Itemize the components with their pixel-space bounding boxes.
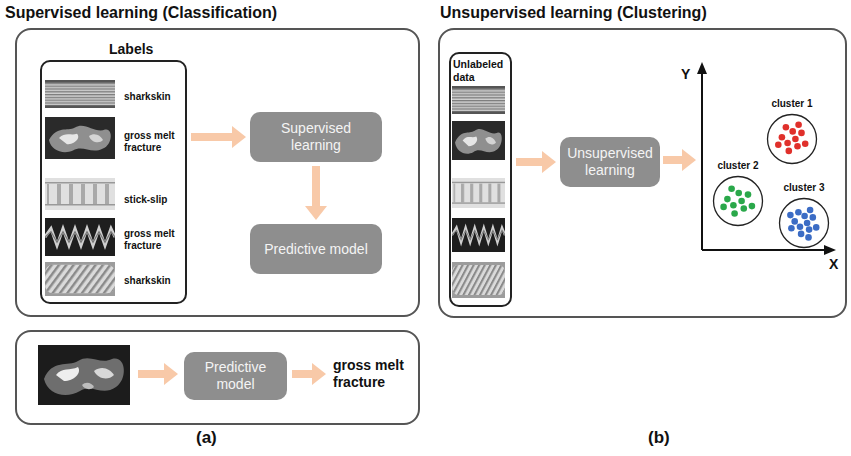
class-label: stick-slip — [124, 194, 186, 206]
cluster-circle: cluster 2 — [708, 160, 768, 226]
cluster-outline — [766, 113, 818, 165]
box-text: Supervised learning — [250, 120, 382, 154]
flow-arrow — [516, 151, 556, 173]
panel-label: (b) — [648, 428, 670, 448]
panel-label: (a) — [196, 428, 217, 448]
group-heading: Unlabeled data — [453, 58, 511, 84]
class-label: gross melt fracture — [124, 228, 186, 252]
process-box: Supervised learning — [250, 112, 382, 162]
box-text: Predictive model — [258, 241, 374, 258]
process-box: Predictive model — [184, 352, 287, 400]
cluster-label: cluster 1 — [762, 98, 822, 109]
cluster-label: cluster 2 — [708, 160, 768, 171]
cluster-circle: cluster 3 — [774, 182, 834, 248]
image-group-box: Labelssharkskingross melt fracturestick-… — [40, 60, 187, 304]
class-label: sharkskin — [124, 275, 186, 287]
cluster-circle: cluster 1 — [762, 98, 822, 164]
cluster-outline — [778, 197, 830, 249]
panel-title: Supervised learning (Classification) — [5, 4, 277, 22]
class-label: sharkskin — [124, 91, 186, 103]
box-text: Predictive model — [184, 359, 287, 393]
cluster-outline — [712, 175, 764, 227]
flow-arrow — [191, 126, 246, 148]
group-heading: Labels — [109, 41, 153, 57]
panel-box: Labels sharkskin gross melt fracture stick-… — [15, 28, 420, 317]
panel-box: Predictive model gross melt fracture — [15, 330, 420, 425]
axis-label: Y — [681, 66, 690, 82]
panel-box: Unlabeled dataUnsupervised learning clust… — [438, 28, 847, 318]
flow-arrow — [305, 166, 327, 220]
box-text: Unsupervised learning — [560, 145, 660, 179]
class-label: gross melt fracture — [333, 357, 413, 391]
image-group-box: Unlabeled data — [449, 52, 512, 307]
class-label: gross melt fracture — [124, 130, 186, 154]
panel-title: Unsupervised learning (Clustering) — [440, 4, 707, 22]
process-box: Unsupervised learning — [560, 137, 660, 187]
axis-label: X — [829, 256, 838, 272]
cluster-label: cluster 3 — [774, 182, 834, 193]
process-box: Predictive model — [250, 224, 382, 274]
